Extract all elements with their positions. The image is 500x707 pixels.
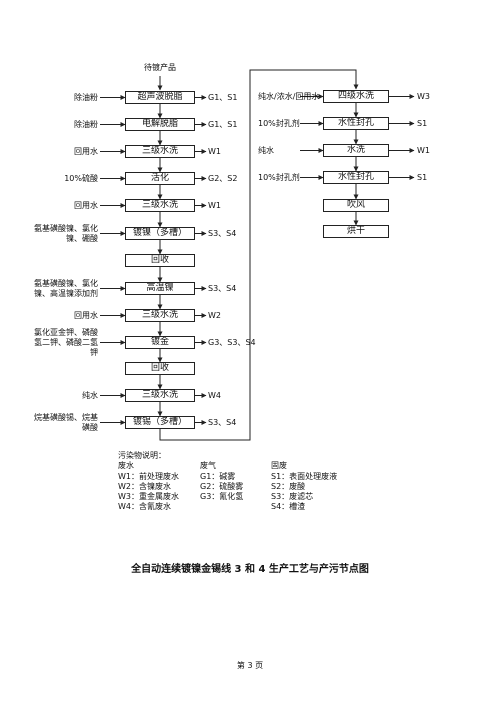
process-box-left-12: 镀锡（多槽） bbox=[125, 416, 195, 429]
process-box-left-6: 回收 bbox=[125, 254, 195, 267]
process-box-left-1: 电解脱脂 bbox=[125, 118, 195, 131]
output-label-left-0: G1、S1 bbox=[208, 92, 238, 102]
legend-item-1-0: G1：碱雾 bbox=[200, 472, 236, 481]
legend-column-title-2: 固废 bbox=[271, 461, 287, 470]
process-box-left-5: 镀镍（多槽） bbox=[125, 227, 195, 240]
process-box-right-1: 水性封孔 bbox=[323, 117, 389, 130]
input-label-left-1: 除油粉 bbox=[74, 119, 98, 129]
process-box-left-9: 镀金 bbox=[125, 336, 195, 349]
output-label-right-3: S1 bbox=[417, 172, 428, 182]
input-label-left-2: 回用水 bbox=[74, 146, 98, 156]
legend-item-2-3: S4：槽渣 bbox=[271, 502, 306, 511]
process-box-left-7: 高温镍 bbox=[125, 282, 195, 295]
input-label-left-12: 烷基磺酸锡、烷基磺酸 bbox=[34, 412, 98, 432]
input-label-right-0: 纯水/浓水/回用水 bbox=[258, 91, 320, 101]
input-label-left-5: 氨基磺酸镍、氯化镍、硼酸 bbox=[34, 223, 98, 243]
output-label-right-1: S1 bbox=[417, 118, 428, 128]
column-link-line bbox=[159, 69, 359, 441]
input-label-left-0: 除油粉 bbox=[74, 92, 98, 102]
output-label-right-0: W3 bbox=[417, 91, 430, 101]
input-label-left-4: 回用水 bbox=[74, 200, 98, 210]
process-box-left-0: 超声波脱脂 bbox=[125, 91, 195, 104]
input-label-left-3: 10%硫酸 bbox=[64, 173, 98, 183]
input-label-right-1: 10%封孔剂 bbox=[258, 118, 300, 128]
output-label-left-2: W1 bbox=[208, 146, 221, 156]
legend-item-2-1: S2：废酸 bbox=[271, 482, 306, 491]
output-label-left-9: G3、S3、S4 bbox=[208, 337, 256, 347]
legend-item-2-0: S1：表面处理废液 bbox=[271, 472, 338, 481]
output-label-left-8: W2 bbox=[208, 310, 221, 320]
output-label-left-11: W4 bbox=[208, 390, 221, 400]
process-box-left-4: 三级水洗 bbox=[125, 199, 195, 212]
page-number: 第 3 页 bbox=[236, 661, 264, 670]
input-label-right-2: 纯水 bbox=[258, 145, 274, 155]
output-label-right-2: W1 bbox=[417, 145, 430, 155]
legend-item-2-2: S3：废滤芯 bbox=[271, 492, 314, 501]
legend-item-1-2: G3：氰化氢 bbox=[200, 492, 244, 501]
output-label-left-1: G1、S1 bbox=[208, 119, 238, 129]
process-box-right-2: 水洗 bbox=[323, 144, 389, 157]
output-label-left-12: S3、S4 bbox=[208, 417, 237, 427]
output-label-left-7: S3、S4 bbox=[208, 283, 237, 293]
output-label-left-4: W1 bbox=[208, 200, 221, 210]
legend-item-1-1: G2：硫酸雾 bbox=[200, 482, 244, 491]
process-box-left-11: 三级水洗 bbox=[125, 389, 195, 402]
legend-item-0-2: W3：重金属废水 bbox=[118, 492, 179, 501]
input-label-left-7: 氨基磺酸镍、氯化镍、高温镍添加剂 bbox=[34, 278, 98, 298]
input-label-right-3: 10%封孔剂 bbox=[258, 172, 300, 182]
process-box-left-10: 回收 bbox=[125, 362, 195, 375]
input-label-left-8: 回用水 bbox=[74, 310, 98, 320]
process-box-right-3: 水性封孔 bbox=[323, 171, 389, 184]
start-label: 待镀产品 bbox=[144, 63, 176, 72]
legend-item-0-3: W4：含氰废水 bbox=[118, 502, 171, 511]
legend-column-title-1: 废气 bbox=[200, 461, 216, 470]
figure-caption: 全自动连续镀镍金锡线 3 和 4 生产工艺与产污节点图 bbox=[131, 564, 369, 575]
process-box-right-5: 烘干 bbox=[323, 225, 389, 238]
process-box-left-2: 三级水洗 bbox=[125, 145, 195, 158]
process-box-left-8: 三级水洗 bbox=[125, 309, 195, 322]
legend-column-title-0: 废水 bbox=[118, 461, 134, 470]
input-label-left-9: 氯化亚金钾、磷酸氢二钾、磷酸二氢钾 bbox=[34, 327, 98, 357]
output-label-left-5: S3、S4 bbox=[208, 228, 237, 238]
process-box-right-4: 吹风 bbox=[323, 199, 389, 212]
legend-heading: 污染物说明： bbox=[118, 451, 166, 460]
legend-item-0-1: W2：含镍废水 bbox=[118, 482, 171, 491]
input-label-left-11: 纯水 bbox=[82, 390, 98, 400]
process-box-left-3: 活化 bbox=[125, 172, 195, 185]
output-label-left-3: G2、S2 bbox=[208, 173, 238, 183]
process-box-right-0: 四级水洗 bbox=[323, 90, 389, 103]
legend-item-0-0: W1：前处理废水 bbox=[118, 472, 179, 481]
